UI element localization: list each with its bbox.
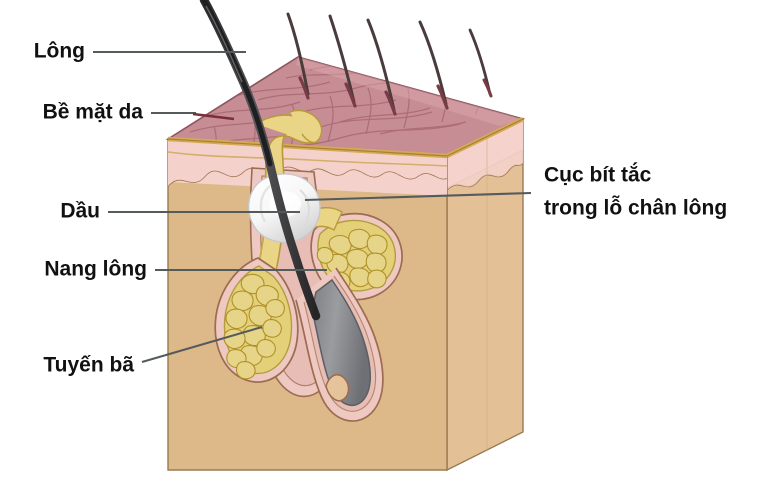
- leader-pore-plug: [304, 191, 532, 202]
- sebaceous-gland-left: [214, 257, 299, 383]
- label-pore-plug-line1: Cục bít tắc: [544, 163, 652, 187]
- hair-follicle-unit: [214, 109, 403, 422]
- leader-sebaceous: [141, 325, 263, 364]
- label-sebaceous-gland: Tuyến bã: [43, 354, 134, 377]
- hair-4: [366, 18, 396, 112]
- hair-bulb: [311, 278, 371, 406]
- gland-lobules-right: [316, 228, 388, 292]
- leader-skin-surface-tip: [192, 112, 235, 121]
- label-oil: Dầu: [60, 200, 100, 223]
- label-hair: Lông: [34, 40, 85, 63]
- hair-2: [286, 12, 310, 96]
- gland-lobules-left: [223, 273, 285, 380]
- label-follicle: Nang lông: [44, 258, 147, 281]
- block-right-face: [446, 117, 524, 472]
- hair-3: [328, 14, 356, 104]
- label-pore-plug-line2: trong lỗ chân lông: [544, 196, 727, 220]
- labels: Lông Bề mặt da Dầu Nang lông Tuyến bã Cụ…: [34, 40, 727, 377]
- dermal-papilla: [325, 373, 350, 402]
- hair-5: [418, 20, 448, 106]
- leader-lines: [93, 50, 532, 364]
- label-skin-surface: Bề mặt da: [43, 101, 144, 124]
